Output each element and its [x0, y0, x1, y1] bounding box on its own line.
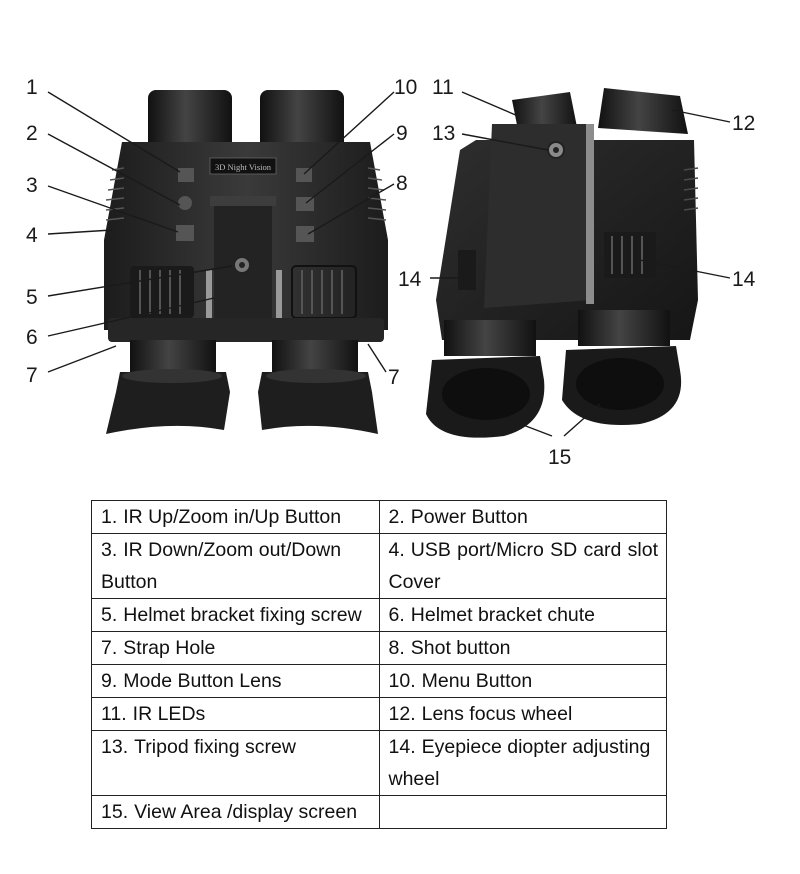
- callouts: 1 2 3 4 5 6 7 7 8 9 10 11 12 13 14 14 15: [26, 76, 756, 469]
- callout-9: 9: [396, 122, 408, 145]
- table-row: 1.IR Up/Zoom in/Up Button 2.Power Button: [91, 500, 667, 534]
- callout-6: 6: [26, 326, 38, 349]
- shot-button: [296, 226, 314, 242]
- ir-down-button: [176, 225, 194, 241]
- front-view-device: 3D Night Vision: [104, 90, 388, 434]
- callout-7-right: 7: [388, 366, 400, 389]
- callout-12: 12: [732, 112, 755, 135]
- table-cell: 8.Shot button: [378, 631, 667, 665]
- table-cell: 13.Tripod fixing screw: [91, 730, 380, 796]
- table-cell: 15.View Area /display screen: [91, 795, 380, 829]
- table-cell: 4.USB port/Micro SD card slot Cover: [378, 533, 667, 599]
- table-cell: 6.Helmet bracket chute: [378, 598, 667, 632]
- callout-3: 3: [26, 174, 38, 197]
- diopter-wheel-left: [458, 250, 476, 290]
- callout-7-left: 7: [26, 364, 38, 387]
- table-cell: 2.Power Button: [378, 500, 667, 534]
- table-cell: 1.IR Up/Zoom in/Up Button: [91, 500, 380, 534]
- callout-11: 11: [432, 76, 454, 99]
- callout-15: 15: [548, 446, 571, 469]
- menu-button: [296, 168, 312, 182]
- table-row: 7.Strap Hole 8.Shot button: [91, 631, 667, 665]
- binocular-diagram: 3D Night Vision: [26, 76, 756, 469]
- leader-lines: [47, 91, 731, 437]
- callout-5: 5: [26, 286, 38, 309]
- table-cell: 10.Menu Button: [378, 664, 667, 698]
- power-button: [178, 196, 192, 210]
- table-row: 9.Mode Button Lens 10.Menu Button: [91, 664, 667, 698]
- table-cell: 11.IR LEDs: [91, 697, 380, 731]
- callout-14-right: 14: [732, 268, 756, 291]
- table-cell: 12.Lens focus wheel: [378, 697, 667, 731]
- table-row: 13.Tripod fixing screw 14.Eyepiece diopt…: [91, 730, 667, 796]
- table-row: 15.View Area /display screen: [91, 795, 667, 829]
- callout-1: 1: [26, 76, 38, 99]
- table-row: 5.Helmet bracket fixing screw 6.Helmet b…: [91, 598, 667, 632]
- table-cell: 14.Eyepiece diopter adjusting wheel: [378, 730, 667, 796]
- table-cell: 7.Strap Hole: [91, 631, 380, 665]
- callout-13: 13: [432, 122, 455, 145]
- callout-14-left: 14: [398, 268, 422, 291]
- back-view-device: [426, 88, 699, 438]
- parts-table: 1.IR Up/Zoom in/Up Button 2.Power Button…: [91, 500, 667, 829]
- table-row: 3.IR Down/Zoom out/Down Button 4.USB por…: [91, 533, 667, 599]
- ir-up-button: [178, 168, 194, 182]
- callout-10: 10: [394, 76, 417, 99]
- table-cell-empty: [378, 795, 667, 829]
- callout-4: 4: [26, 224, 38, 247]
- callout-8: 8: [396, 172, 408, 195]
- table-cell: 9.Mode Button Lens: [91, 664, 380, 698]
- table-cell: 3.IR Down/Zoom out/Down Button: [91, 533, 380, 599]
- device-badge: 3D Night Vision: [215, 162, 272, 172]
- table-row: 11.IR LEDs 12.Lens focus wheel: [91, 697, 667, 731]
- callout-2: 2: [26, 122, 38, 145]
- table-cell: 5.Helmet bracket fixing screw: [91, 598, 380, 632]
